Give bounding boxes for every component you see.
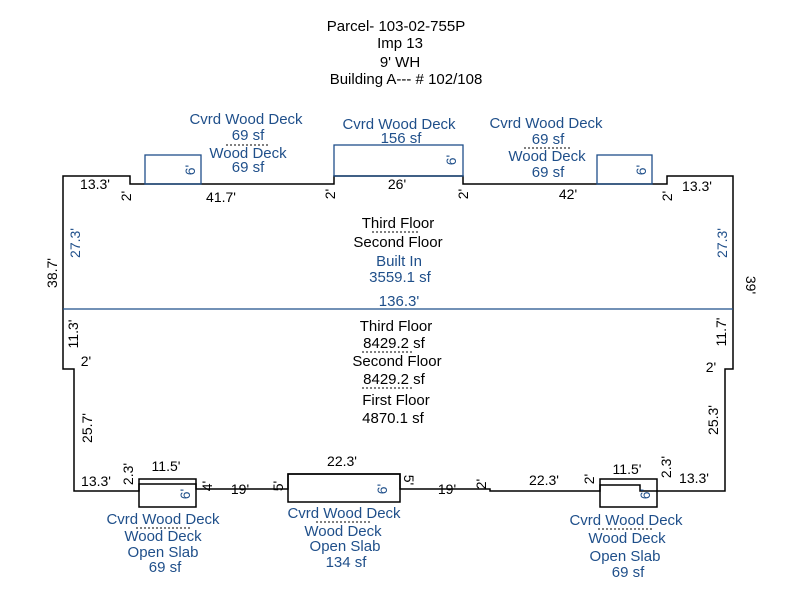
svg-text:Second Floor: Second Floor: [353, 234, 442, 251]
deck-bottom-right-depth: 6': [637, 489, 653, 499]
svg-text:69 sf: 69 sf: [149, 559, 182, 576]
dim-right-lower-b: 25.3': [705, 405, 721, 435]
imp-label: Imp 13: [377, 35, 423, 52]
lower-section-label: Third Floor 8429.2 sf Second Floor 8429.…: [352, 318, 441, 427]
dim-bottom-left-deck-jog: 4': [199, 481, 215, 491]
dim-top-jog-d: 2': [659, 191, 675, 201]
dim-bottom-left-end: 13.3': [81, 473, 111, 489]
deck-bottom-left: [138, 478, 197, 508]
svg-text:69 sf: 69 sf: [232, 159, 265, 176]
dim-bottom-left-jog: 2.3': [120, 463, 136, 485]
deck-top-left: [144, 154, 202, 185]
dim-bottom-left-run: 19': [231, 481, 249, 497]
dim-bottom-right-end: 13.3': [679, 470, 709, 486]
deck-bottom-right-label: Cvrd Wood Deck Wood Deck Open Slab 69 sf: [569, 512, 683, 581]
dim-left-lower-b: 25.7': [79, 413, 95, 443]
svg-text:Cvrd Wood Deck: Cvrd Wood Deck: [189, 111, 303, 128]
svg-text:156 sf: 156 sf: [381, 130, 423, 147]
deck-top-right: [596, 154, 653, 185]
parcel-label: Parcel- 103-02-755P: [327, 18, 465, 35]
dim-top-jog-c: 2': [455, 189, 471, 199]
dim-bottom-center-deck-width: 22.3': [327, 453, 357, 469]
svg-text:69 sf: 69 sf: [532, 164, 565, 181]
svg-text:69 sf: 69 sf: [532, 131, 565, 148]
deck-top-center-label: Cvrd Wood Deck 156 sf: [342, 116, 456, 147]
dim-bottom-right-run: 19': [438, 481, 456, 497]
svg-text:Wood Deck: Wood Deck: [508, 148, 586, 165]
dim-bottom-right-span: 22.3': [529, 472, 559, 488]
svg-text:Cvrd Wood Deck: Cvrd Wood Deck: [569, 512, 683, 529]
svg-text:8429.2 sf: 8429.2 sf: [363, 371, 426, 388]
dim-left-jog: 2': [81, 353, 91, 369]
deck-bottom-center-depth: 6': [374, 484, 390, 494]
dim-top-jog-b: 2': [322, 189, 338, 199]
svg-text:Open Slab: Open Slab: [590, 548, 661, 565]
dim-right-lower-a: 11.7': [713, 318, 729, 347]
dim-bottom-center-right-jog: 5': [401, 475, 417, 485]
svg-text:Cvrd Wood Deck: Cvrd Wood Deck: [106, 511, 220, 528]
svg-text:134 sf: 134 sf: [326, 554, 368, 571]
dim-bottom-right-deck-width: 11.5': [613, 461, 642, 477]
dim-left-lower-a: 11.3': [65, 320, 81, 349]
dim-top-left-run: 41.7': [206, 189, 236, 205]
svg-text:69 sf: 69 sf: [612, 564, 645, 581]
svg-text:Third Floor: Third Floor: [362, 215, 435, 232]
svg-text:Open Slab: Open Slab: [310, 538, 381, 555]
svg-text:8429.2 sf: 8429.2 sf: [363, 335, 426, 352]
dim-right-total: 39': [743, 276, 759, 294]
svg-text:Wood Deck: Wood Deck: [304, 523, 382, 540]
dim-right-jog: 2': [706, 359, 716, 375]
deck-top-center-depth: 6': [443, 155, 459, 165]
svg-text:69 sf: 69 sf: [232, 127, 265, 144]
dim-bottom-center-left-jog: 5': [270, 481, 286, 491]
divider-length-label: 136.3': [379, 293, 420, 310]
dim-right-upper: 27.3': [714, 228, 730, 258]
dim-top-right-run: 42': [559, 186, 577, 202]
svg-text:Built In: Built In: [376, 253, 422, 270]
svg-text:Second Floor: Second Floor: [352, 353, 441, 370]
svg-text:Wood Deck: Wood Deck: [124, 528, 202, 545]
deck-top-left-label: Cvrd Wood Deck 69 sf Wood Deck 69 sf: [189, 111, 303, 176]
upper-section-label: Third Floor Second Floor Built In 3559.1…: [353, 215, 442, 310]
wall-height-label: 9' WH: [380, 54, 420, 71]
deck-bottom-center-label: Cvrd Wood Deck Wood Deck Open Slab 134 s…: [287, 505, 401, 571]
dim-top-jog-a: 2': [118, 191, 134, 201]
svg-text:Open Slab: Open Slab: [128, 544, 199, 561]
building-label: Building A--- # 102/108: [330, 71, 483, 88]
deck-bottom-left-label: Cvrd Wood Deck Wood Deck Open Slab 69 sf: [106, 511, 220, 576]
dim-left-upper: 27.3': [67, 228, 83, 258]
deck-bottom-center: [287, 473, 401, 503]
deck-top-center: [333, 144, 464, 177]
header-block: Parcel- 103-02-755P Imp 13 9' WH Buildin…: [327, 18, 483, 88]
svg-text:Cvrd Wood Deck: Cvrd Wood Deck: [489, 115, 603, 132]
svg-text:Third Floor: Third Floor: [360, 318, 433, 335]
deck-top-right-label: Cvrd Wood Deck 69 sf Wood Deck 69 sf: [489, 115, 603, 181]
deck-bottom-left-depth: 6': [177, 489, 193, 499]
deck-top-right-depth: 6': [633, 165, 649, 175]
dim-bottom-right-jog-a: 2': [473, 479, 489, 489]
svg-text:First Floor: First Floor: [362, 392, 430, 409]
deck-top-left-depth: 6': [182, 165, 198, 175]
dim-bottom-left-deck-width: 11.5': [152, 458, 181, 474]
svg-text:4870.1 sf: 4870.1 sf: [362, 410, 425, 427]
dim-bottom-right-deck-jog: 2': [581, 474, 597, 484]
dim-top-right-end: 13.3': [682, 178, 712, 194]
svg-text:Cvrd Wood Deck: Cvrd Wood Deck: [342, 116, 456, 133]
svg-text:Cvrd Wood Deck: Cvrd Wood Deck: [287, 505, 401, 522]
svg-text:3559.1 sf: 3559.1 sf: [369, 269, 432, 286]
svg-text:Wood Deck: Wood Deck: [209, 145, 287, 162]
dim-bottom-right-jog-b: 2.3': [658, 456, 674, 478]
dim-left-total: 38.7': [44, 258, 60, 288]
dim-top-left-end: 13.3': [80, 176, 110, 192]
dimension-labels: 13.3' 41.7' 26' 42' 13.3' 2' 2' 2' 2' 27…: [44, 176, 759, 497]
dim-top-center: 26': [388, 176, 406, 192]
deck-bottom-right: [599, 478, 658, 508]
svg-text:Wood Deck: Wood Deck: [588, 530, 666, 547]
